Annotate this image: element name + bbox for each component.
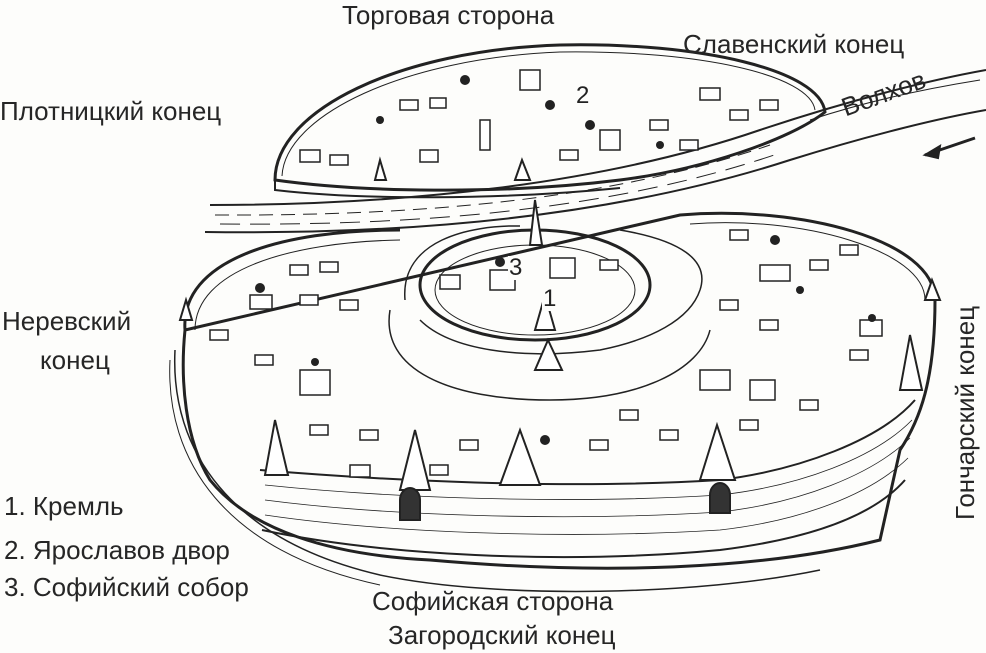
label-plotnitsky-end: Плотницкий конец bbox=[0, 96, 222, 126]
label-nerevsky-end-line2: конец bbox=[40, 345, 110, 375]
label-torgovaya-side: Торговая сторона bbox=[342, 0, 555, 30]
marker-1-kremlin: 1 bbox=[542, 285, 558, 312]
marker-3-sofia-cathedral: 3 bbox=[508, 254, 524, 281]
label-nerevsky-end-line1: Неревский bbox=[2, 306, 132, 336]
label-sofiyskaya-side: Софийская сторона bbox=[372, 586, 614, 616]
legend-item: 1. Кремль bbox=[4, 491, 124, 521]
marker-2-yaroslav-court: 2 bbox=[575, 82, 591, 109]
label-slavensky-end: Славенский конец bbox=[683, 29, 905, 59]
label-zagorodsky-end: Загородский конец bbox=[388, 620, 616, 650]
river-bank-south bbox=[204, 109, 986, 234]
church-domes bbox=[255, 75, 876, 445]
houses bbox=[209, 69, 883, 478]
legend-item: 3. Софийский собор bbox=[4, 572, 249, 602]
torgovaya-wall bbox=[273, 43, 827, 192]
legend-item: 2. Ярославов двор bbox=[4, 535, 230, 565]
label-goncharsky-end: Гончарский конец bbox=[950, 305, 980, 520]
